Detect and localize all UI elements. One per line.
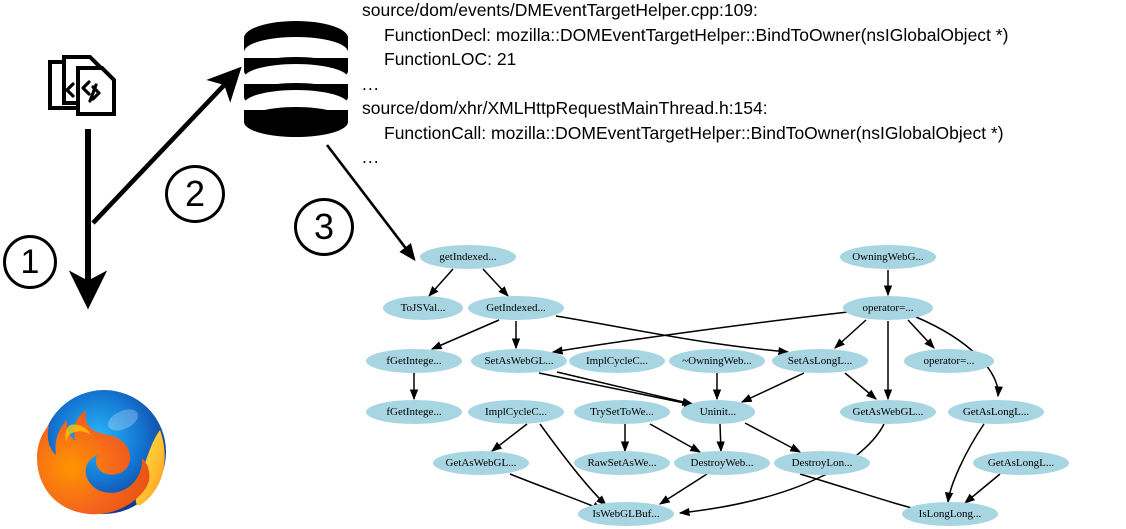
graph-node[interactable]: RawSetAsWe... [573,451,671,475]
graph-node[interactable]: ImplCycleC... [568,349,666,373]
graph-node[interactable]: SetAsWebGL... [470,349,568,373]
graph-node[interactable]: GetAsLongL... [947,400,1045,424]
report-line-4: source/dom/xhr/XMLHttpRequestMainThread.… [362,98,768,118]
report-line-0: source/dom/events/DMEventTargetHelper.cp… [362,0,758,20]
report-line-1: FunctionDecl: mozilla::DOMEventTargetHel… [384,24,1009,45]
graph-node[interactable]: GetAsLongL... [972,451,1070,475]
graph-node[interactable]: ToJSVal... [383,296,463,320]
report-line-2: FunctionLOC: 21 [384,49,517,69]
graph-node[interactable]: ~OwningWeb... [668,349,766,373]
graph-node[interactable]: DestroyLon... [773,451,871,475]
graph-node[interactable]: getIndexed... [419,245,517,269]
graph-node[interactable]: GetIndexed... [467,296,565,320]
graph-node[interactable]: TrySetToWe... [573,400,671,424]
graph-node[interactable]: operator=... [903,349,995,373]
firefox-logo-icon [37,390,166,515]
graph-node[interactable]: operator=... [842,296,934,320]
graph-node[interactable]: GetAsWebGL... [839,400,937,424]
report-line-5: FunctionCall: mozilla::DOMEventTargetHel… [384,122,1004,143]
graph-node[interactable]: IsWebGLBuf... [577,502,675,526]
graph-node[interactable]: fGetIntege... [365,349,463,373]
graph-node[interactable]: IsLongLong... [901,502,999,526]
step-badge-1: 1 [3,235,57,289]
graph-node[interactable]: SetAsLongL... [771,349,869,373]
step-badge-2: 2 [165,165,225,223]
graph-node[interactable]: ImplCycleC... [467,400,565,424]
report-line-3: ... [362,73,380,94]
graph-node[interactable]: OwningWebG... [839,245,937,269]
graph-node[interactable]: fGetIntege... [365,400,463,424]
database-icon [244,21,348,137]
graph-node[interactable]: Uninit... [680,400,756,424]
graph-node[interactable]: GetAsWebGL... [432,451,530,475]
step-badge-3: 3 [294,198,354,256]
graph-node[interactable]: DestroyWeb... [673,451,771,475]
